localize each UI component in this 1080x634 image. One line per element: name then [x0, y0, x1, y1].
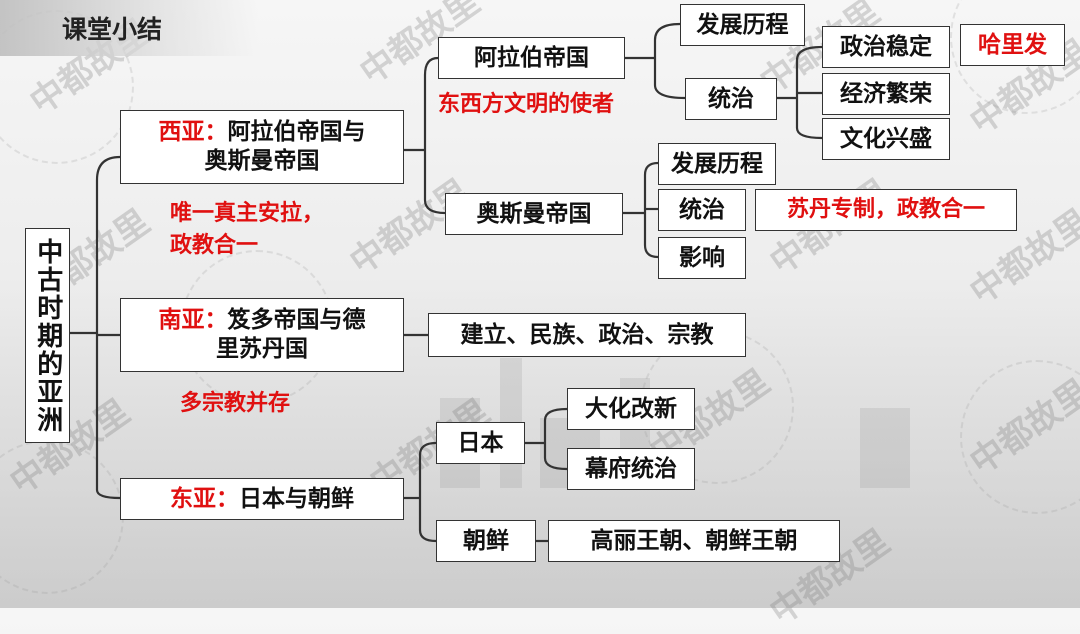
arab-empire-node: 阿拉伯帝国	[438, 37, 625, 79]
south-asia-name-line1: 笈多帝国与德	[227, 307, 366, 334]
arab-rule-item: 文化兴盛	[822, 118, 950, 160]
connector-arab-branch	[653, 22, 686, 100]
ottoman-development-node: 发展历程	[658, 143, 776, 185]
ottoman-empire-label: 奥斯曼帝国	[476, 200, 592, 227]
root-label: 中古时期的亚洲	[32, 237, 63, 434]
korea-label: 朝鲜	[463, 527, 509, 554]
south-asia-topics-node: 建立、民族、政治、宗教	[428, 313, 746, 357]
west-asia-name-line1: 阿拉伯帝国与	[227, 119, 366, 146]
connector-west-branch	[423, 56, 446, 215]
japan-label: 日本	[457, 429, 504, 456]
south-asia-topics-label: 建立、民族、政治、宗教	[460, 321, 714, 348]
south-asia-line1: 南亚：笈多帝国与德	[159, 306, 366, 335]
japan-item-label: 大化改新	[585, 395, 677, 422]
arab-development-node: 发展历程	[680, 4, 805, 46]
arab-rule-item-label: 政治稳定	[840, 33, 932, 60]
west-asia-name-line2: 奥斯曼帝国	[204, 148, 320, 174]
arab-rule-item-label: 经济繁荣	[840, 80, 932, 107]
west-asia-note: 唯一真主安拉， 政教合一	[170, 198, 324, 262]
arab-rule-item-label: 文化兴盛	[840, 125, 932, 152]
south-asia-node: 南亚：笈多帝国与德 里苏丹国	[120, 298, 404, 372]
ottoman-rule-note-label: 苏丹专制，政教合一	[786, 197, 985, 223]
arab-empire-label: 阿拉伯帝国	[474, 44, 589, 71]
ottoman-influence-node: 影响	[658, 237, 746, 279]
connector-japan-branch	[543, 407, 568, 471]
background-building	[860, 408, 910, 488]
arab-rule-item: 政治稳定	[822, 26, 950, 68]
south-asia-name-line2: 里苏丹国	[216, 336, 308, 362]
south-asia-prefix: 南亚：	[158, 307, 228, 334]
arab-development-label: 发展历程	[696, 11, 789, 38]
korea-node: 朝鲜	[436, 520, 536, 562]
east-asia-prefix: 东亚：	[170, 485, 239, 512]
west-asia-line1: 西亚：阿拉伯帝国与	[159, 118, 366, 147]
japan-item: 幕府统治	[567, 448, 695, 490]
ottoman-empire-node: 奥斯曼帝国	[445, 193, 623, 235]
root-node: 中古时期的亚洲	[25, 228, 70, 443]
japan-node: 日本	[436, 422, 525, 464]
south-asia-note: 多宗教并存	[180, 391, 291, 416]
japan-item: 大化改新	[567, 388, 695, 430]
ottoman-rule-label: 统治	[679, 196, 725, 223]
connector-root-branch	[95, 155, 121, 500]
arab-empire-note: 东西方文明的使者	[438, 92, 615, 117]
arab-rule-item: 经济繁荣	[822, 73, 950, 115]
east-asia-node: 东亚：日本与朝鲜	[120, 478, 404, 520]
connector-east-branch	[418, 441, 437, 543]
west-asia-node: 西亚：阿拉伯帝国与 奥斯曼帝国	[120, 110, 404, 184]
ottoman-development-label: 发展历程	[671, 150, 763, 177]
korea-dynasties-label: 高丽王朝、朝鲜王朝	[590, 527, 798, 554]
japan-item-label: 幕府统治	[585, 455, 677, 482]
ottoman-rule-note: 苏丹专制，政教合一	[755, 189, 1017, 231]
ottoman-rule-node: 统治	[658, 189, 746, 231]
east-asia-name: 日本与朝鲜	[239, 485, 354, 512]
caliph-label: 哈里发	[978, 31, 1047, 58]
ottoman-influence-label: 影响	[679, 244, 725, 271]
west-asia-prefix: 西亚：	[158, 119, 228, 146]
caliph-node: 哈里发	[960, 24, 1065, 66]
west-asia-note-line2: 政教合一	[170, 232, 259, 258]
arab-rule-node: 统治	[685, 78, 777, 120]
korea-dynasties-node: 高丽王朝、朝鲜王朝	[548, 520, 840, 562]
connector-lines	[70, 22, 823, 543]
west-asia-note-line1: 唯一真主安拉，	[170, 201, 325, 226]
title-bar	[0, 0, 258, 56]
page-title: 课堂小结	[62, 15, 163, 44]
arab-rule-label: 统治	[708, 85, 754, 112]
